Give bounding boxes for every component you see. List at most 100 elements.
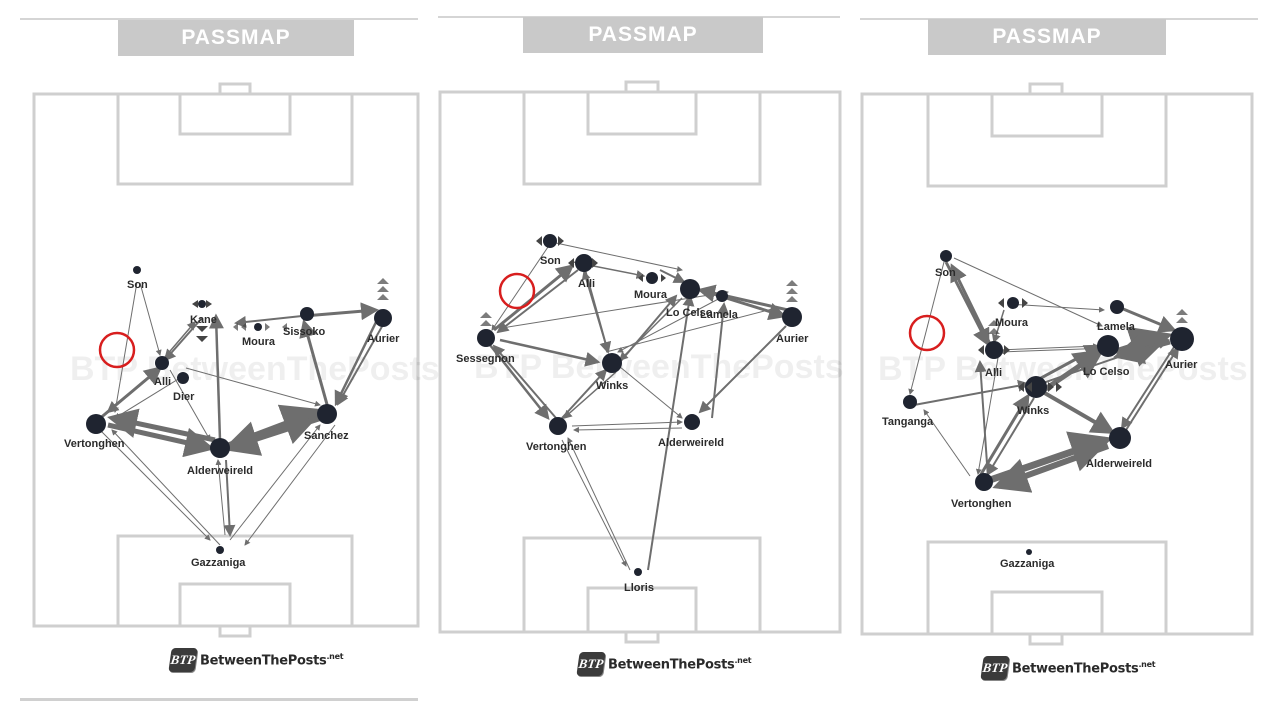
player-node <box>177 372 189 384</box>
player-label: Aurier <box>776 333 809 345</box>
player-node <box>86 414 106 434</box>
pass-arrows <box>97 281 385 546</box>
watermark: BTP BetweenThePosts <box>70 350 440 388</box>
bottom-rule <box>20 698 418 701</box>
player-label: Lo Celso <box>1083 366 1130 378</box>
player-label: Gazzaniga <box>191 557 246 569</box>
player-label: Aurier <box>1165 359 1198 371</box>
player-label: Lo Celso <box>666 307 713 319</box>
player-label: Alli <box>154 376 171 388</box>
player-node <box>477 329 495 347</box>
panel-title: PASSMAP <box>928 19 1166 55</box>
player-label: Son <box>127 279 148 291</box>
player-node <box>903 395 917 409</box>
player-labels: Son Moura Alli Lamela Lo Celso Aurier Ta… <box>882 267 1198 570</box>
player-node <box>254 323 262 331</box>
player-node <box>985 341 1003 359</box>
panel-title: PASSMAP <box>523 17 763 53</box>
player-label: Dier <box>173 391 195 403</box>
highlight-circle <box>498 272 536 310</box>
player-node <box>975 473 993 491</box>
player-node <box>1097 335 1119 357</box>
player-label: Winks <box>1017 405 1049 417</box>
player-label: Sessegnon <box>456 353 515 365</box>
highlight-circle <box>908 314 946 352</box>
passmap-panel-3: PASSMAP BTP BetweenThePosts <box>860 0 1260 720</box>
watermark: BTP BetweenThePosts <box>878 350 1248 388</box>
player-label: Alderweireld <box>658 437 724 449</box>
player-label: Aurier <box>367 333 400 345</box>
position-markers <box>978 298 1188 392</box>
player-node <box>1007 297 1019 309</box>
watermark: BTP BetweenThePosts <box>474 348 844 386</box>
pass-arrows <box>489 242 789 571</box>
player-label: Winks <box>596 380 628 392</box>
player-label: Alli <box>985 367 1002 379</box>
logo-suffix: .net <box>326 651 344 661</box>
player-label: Alli <box>578 278 595 290</box>
player-node <box>155 356 169 370</box>
player-label: Alderweireld <box>187 465 253 477</box>
pitch-lines <box>438 80 842 644</box>
player-label: Moura <box>242 336 276 348</box>
player-label: Son <box>540 255 561 267</box>
pitch-diagram: BTP BetweenThePosts <box>438 80 844 644</box>
player-node <box>1025 376 1047 398</box>
passmap-panel-2: PASSMAP BTP BetweenThePosts <box>438 0 844 720</box>
player-node <box>1109 427 1131 449</box>
top-rule <box>20 18 418 20</box>
position-markers <box>192 278 389 342</box>
player-label: Vertonghen <box>526 441 587 453</box>
player-label: Lamela <box>700 309 739 321</box>
panel-title: PASSMAP <box>118 20 354 56</box>
player-node <box>782 307 802 327</box>
player-labels: Son Kane Moura Sissoko Aurier Alli Dier … <box>64 279 400 569</box>
player-label: Son <box>935 267 956 279</box>
player-nodes <box>86 266 392 554</box>
player-label: Vertonghen <box>64 438 125 450</box>
logo-name: BetweenThePosts <box>200 653 327 669</box>
player-label: Vertonghen <box>951 498 1012 510</box>
brand-logo: BTP BetweenThePosts.net <box>168 648 344 672</box>
player-label: Moura <box>995 317 1029 329</box>
logo-suffix: .net <box>1138 659 1156 669</box>
brand-logo: BTP BetweenThePosts.net <box>980 656 1156 680</box>
passmap-panel-1: PASSMAP BTP BetweenThePosts <box>20 0 440 720</box>
pitch-diagram: BTP BetweenThePosts <box>860 82 1254 646</box>
logo-name: BetweenThePosts <box>1012 661 1139 677</box>
player-label: Lloris <box>624 582 654 594</box>
player-node <box>374 309 392 327</box>
player-node <box>133 266 141 274</box>
player-node <box>575 254 593 272</box>
player-label: Moura <box>634 289 668 301</box>
player-node <box>680 279 700 299</box>
player-node <box>216 546 224 554</box>
player-node <box>543 234 557 248</box>
player-node <box>646 272 658 284</box>
player-nodes <box>477 234 802 576</box>
player-label: Kane <box>190 314 217 326</box>
player-node <box>1110 300 1124 314</box>
player-node <box>300 307 314 321</box>
player-label: Alderweireld <box>1086 458 1152 470</box>
player-node <box>198 300 206 308</box>
logo-name: BetweenThePosts <box>608 657 735 673</box>
player-node <box>1026 549 1032 555</box>
player-node <box>1170 327 1194 351</box>
player-nodes <box>903 250 1194 555</box>
player-label: Tanganga <box>882 416 934 428</box>
player-label: Sissoko <box>283 326 325 338</box>
brand-logo: BTP BetweenThePosts.net <box>576 652 752 676</box>
player-node <box>716 290 728 302</box>
position-markers <box>480 236 798 326</box>
logo-badge: BTP <box>980 656 1010 680</box>
player-labels: Son Alli Moura Lo Celso Lamela Aurier Se… <box>456 255 809 594</box>
player-node <box>634 568 642 576</box>
player-label: Sanchez <box>304 430 349 442</box>
player-node <box>684 414 700 430</box>
logo-badge: BTP <box>576 652 606 676</box>
player-label: Lamela <box>1097 321 1136 333</box>
logo-badge: BTP <box>168 648 198 672</box>
player-node <box>317 404 337 424</box>
pitch-lines <box>860 82 1254 646</box>
